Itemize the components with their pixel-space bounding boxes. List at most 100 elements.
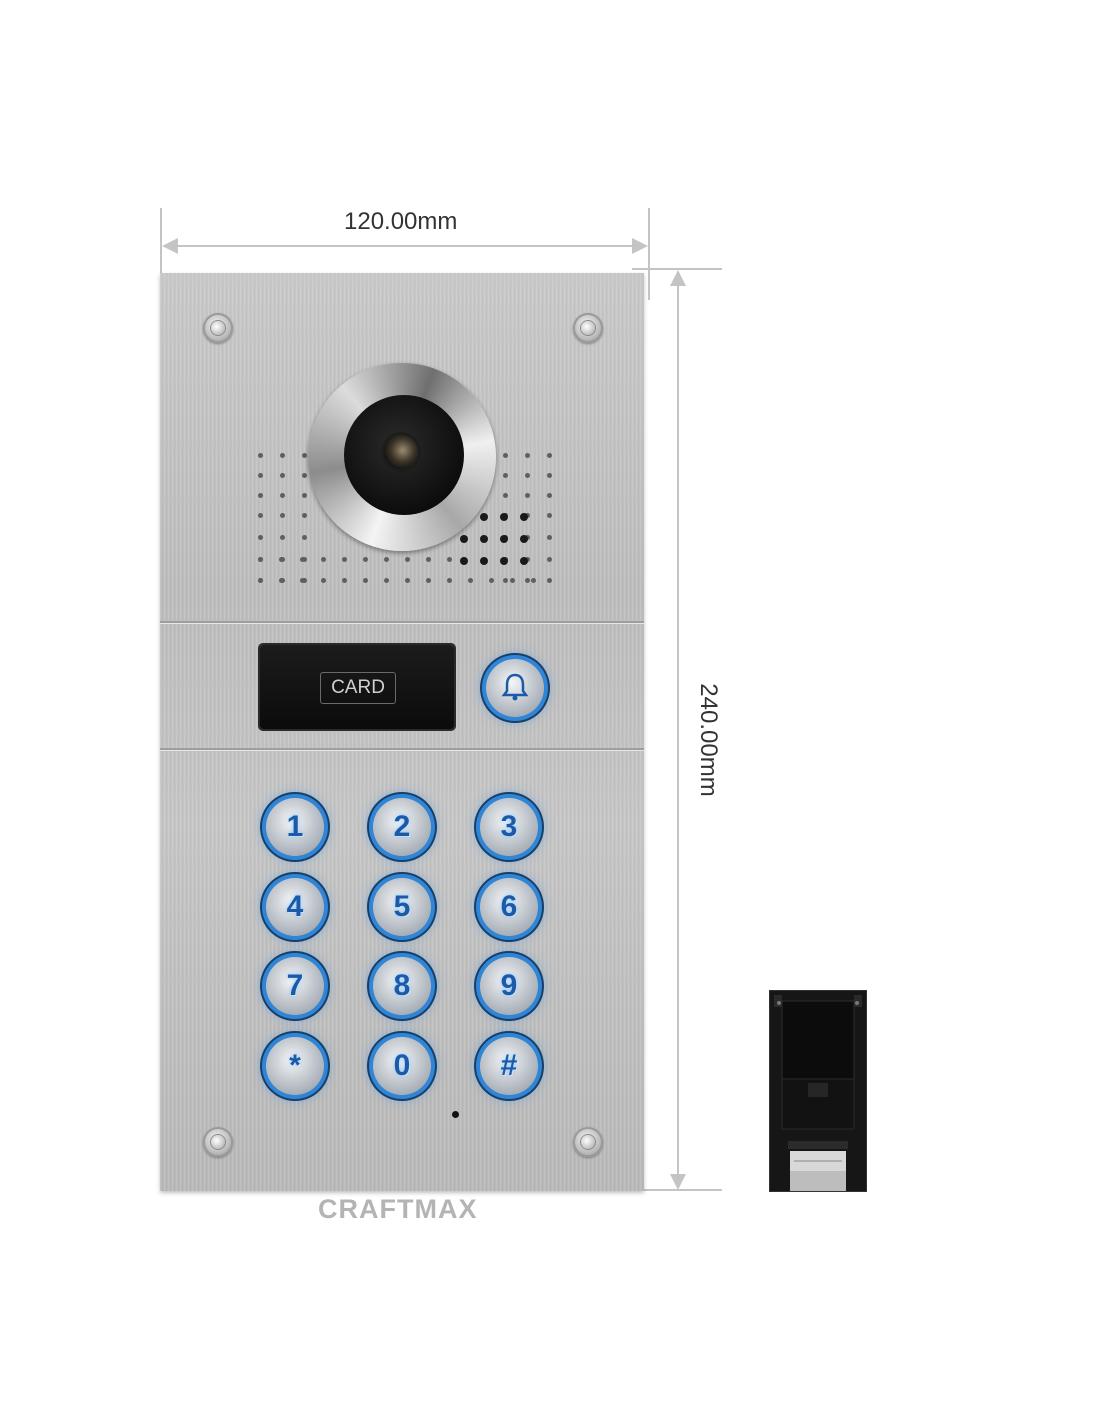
speaker-hole bbox=[468, 578, 473, 583]
speaker-hole bbox=[460, 535, 468, 543]
keypad-key-2[interactable]: 2 bbox=[373, 798, 431, 856]
speaker-hole bbox=[321, 578, 326, 583]
speaker-hole bbox=[547, 513, 552, 518]
speaker-hole bbox=[547, 535, 552, 540]
speaker-hole bbox=[503, 473, 508, 478]
speaker-hole bbox=[363, 578, 368, 583]
speaker-hole bbox=[302, 473, 307, 478]
speaker-hole bbox=[520, 513, 528, 521]
speaker-hole bbox=[302, 513, 307, 518]
back-box-module bbox=[770, 991, 866, 1191]
call-bell-button[interactable] bbox=[486, 659, 544, 717]
speaker-hole bbox=[460, 557, 468, 565]
speaker-hole bbox=[520, 557, 528, 565]
height-extension-top bbox=[632, 268, 722, 270]
speaker-hole bbox=[280, 453, 285, 458]
screw-top-left bbox=[203, 313, 233, 343]
keypad-key-star[interactable]: * bbox=[266, 1037, 324, 1095]
speaker-hole bbox=[426, 578, 431, 583]
speaker-hole bbox=[480, 535, 488, 543]
speaker-hole bbox=[258, 453, 263, 458]
panel-seam-top bbox=[160, 621, 644, 623]
speaker-hole bbox=[503, 578, 508, 583]
speaker-hole bbox=[302, 453, 307, 458]
keypad-key-9[interactable]: 9 bbox=[480, 957, 538, 1015]
keypad-key-3[interactable]: 3 bbox=[480, 798, 538, 856]
speaker-hole bbox=[363, 557, 368, 562]
speaker-hole bbox=[280, 493, 285, 498]
camera-ring bbox=[308, 363, 496, 551]
keypad-key-6[interactable]: 6 bbox=[480, 878, 538, 936]
speaker-hole bbox=[525, 578, 530, 583]
speaker-hole bbox=[405, 578, 410, 583]
speaker-hole bbox=[280, 535, 285, 540]
speaker-hole bbox=[384, 557, 389, 562]
keypad-key-5[interactable]: 5 bbox=[373, 878, 431, 936]
speaker-hole bbox=[525, 453, 530, 458]
back-box-illustration bbox=[770, 991, 866, 1191]
width-dimension-label: 120.00mm bbox=[344, 208, 458, 235]
speaker-hole bbox=[547, 557, 552, 562]
width-extension-right bbox=[648, 208, 650, 300]
keypad-key-8[interactable]: 8 bbox=[373, 957, 431, 1015]
speaker-hole bbox=[480, 513, 488, 521]
speaker-hole bbox=[384, 578, 389, 583]
width-dimension-line bbox=[170, 245, 640, 247]
speaker-hole bbox=[480, 557, 488, 565]
keypad-key-0[interactable]: 0 bbox=[373, 1037, 431, 1095]
speaker-hole bbox=[405, 557, 410, 562]
speaker-hole bbox=[258, 535, 263, 540]
speaker-hole bbox=[258, 493, 263, 498]
speaker-hole bbox=[300, 578, 305, 583]
card-reader-label: CARD bbox=[320, 672, 396, 704]
keypad-key-1[interactable]: 1 bbox=[266, 798, 324, 856]
speaker-hole bbox=[547, 453, 552, 458]
speaker-hole bbox=[302, 493, 307, 498]
speaker-hole bbox=[279, 557, 284, 562]
screw-bottom-right bbox=[573, 1127, 603, 1157]
panel-seam-bottom bbox=[160, 748, 644, 750]
brand-name: CRAFTMAX bbox=[318, 1194, 478, 1224]
speaker-hole bbox=[342, 557, 347, 562]
speaker-hole bbox=[489, 578, 494, 583]
width-arrow-left bbox=[162, 238, 178, 254]
speaker-hole bbox=[547, 578, 552, 583]
speaker-hole bbox=[258, 473, 263, 478]
speaker-hole bbox=[280, 513, 285, 518]
height-dimension-line bbox=[677, 280, 679, 1180]
speaker-hole bbox=[258, 578, 263, 583]
height-arrow-bottom bbox=[670, 1174, 686, 1190]
speaker-hole bbox=[547, 493, 552, 498]
speaker-hole bbox=[321, 557, 326, 562]
speaker-hole bbox=[500, 513, 508, 521]
speaker-grille bbox=[160, 273, 644, 613]
speaker-hole bbox=[258, 513, 263, 518]
speaker-hole bbox=[547, 473, 552, 478]
camera-lens bbox=[384, 435, 418, 469]
screw-top-right bbox=[573, 313, 603, 343]
speaker-hole bbox=[302, 535, 307, 540]
speaker-hole bbox=[525, 473, 530, 478]
speaker-hole bbox=[500, 535, 508, 543]
keypad-key-4[interactable]: 4 bbox=[266, 878, 324, 936]
width-extension-left bbox=[160, 208, 162, 300]
keypad-key-hash[interactable]: # bbox=[480, 1037, 538, 1095]
speaker-hole bbox=[503, 453, 508, 458]
speaker-hole bbox=[531, 578, 536, 583]
speaker-hole bbox=[500, 557, 508, 565]
speaker-hole bbox=[503, 493, 508, 498]
speaker-hole bbox=[520, 535, 528, 543]
speaker-hole bbox=[510, 578, 515, 583]
keypad-key-7[interactable]: 7 bbox=[266, 957, 324, 1015]
height-dimension-label: 240.00mm bbox=[695, 683, 722, 797]
speaker-hole bbox=[258, 557, 263, 562]
speaker-hole bbox=[342, 578, 347, 583]
speaker-hole bbox=[300, 557, 305, 562]
screw-bottom-left bbox=[203, 1127, 233, 1157]
height-extension-bottom bbox=[632, 1189, 722, 1191]
microphone-hole bbox=[452, 1111, 459, 1118]
height-arrow-top bbox=[670, 270, 686, 286]
speaker-hole bbox=[525, 493, 530, 498]
